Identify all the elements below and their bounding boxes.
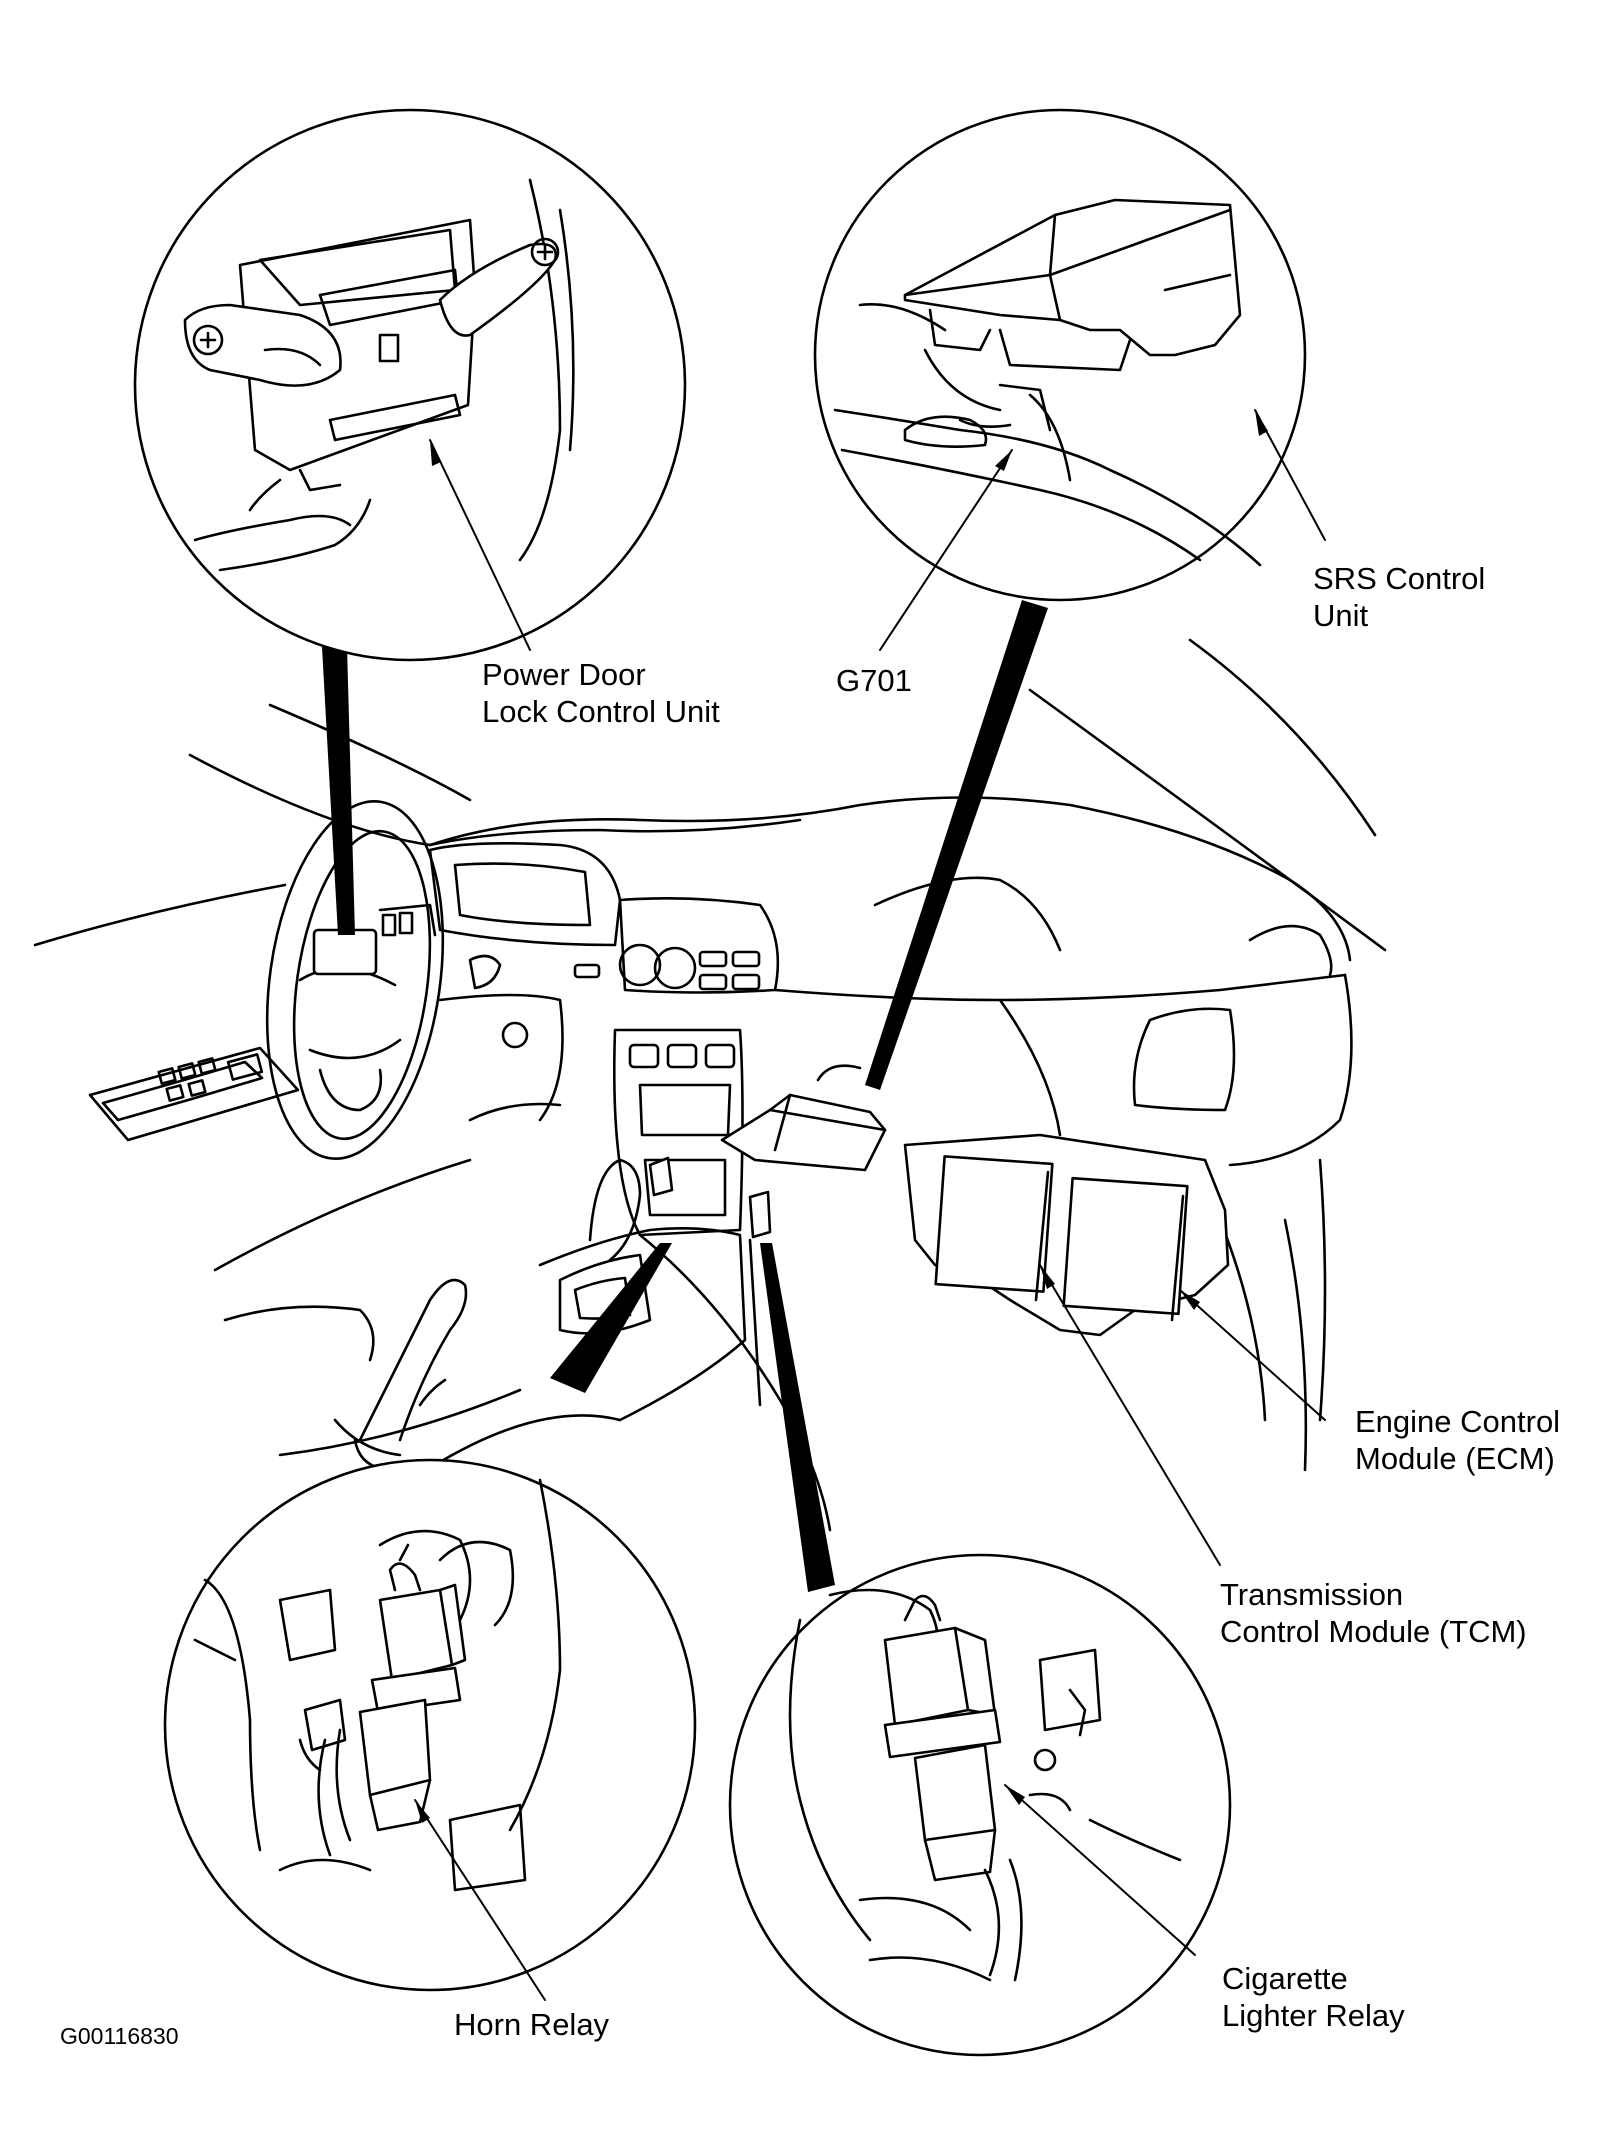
beam-power-door-lock xyxy=(322,647,355,935)
label-horn-text: Horn Relay xyxy=(454,2007,610,2042)
label-power-door-lock-line1: Power Door xyxy=(482,657,646,692)
label-cigarette-line2: Lighter Relay xyxy=(1222,1998,1405,2033)
label-srs-control-unit: SRS Control Unit xyxy=(1313,560,1485,634)
callout-beams xyxy=(322,600,1048,1592)
label-ecm-line1: Engine Control xyxy=(1355,1404,1561,1439)
detail-power-door-lock xyxy=(133,108,687,662)
label-tcm-line2: Control Module (TCM) xyxy=(1220,1614,1527,1649)
label-g701-text: G701 xyxy=(836,663,912,698)
label-horn-relay: Horn Relay xyxy=(454,2006,609,2043)
beam-srs xyxy=(865,600,1048,1090)
label-srs-line2: Unit xyxy=(1313,598,1369,633)
module-pointers xyxy=(1039,1264,1326,1566)
label-tcm: Transmission Control Module (TCM) xyxy=(1220,1576,1527,1650)
label-tcm-line1: Transmission xyxy=(1220,1577,1404,1612)
label-g701: G701 xyxy=(836,662,912,699)
beam-cigarette-relay xyxy=(760,1243,835,1592)
label-power-door-lock: Power Door Lock Control Unit xyxy=(482,656,720,730)
detail-cigarette-relay xyxy=(728,1553,1232,2057)
label-cigarette-relay: Cigarette Lighter Relay xyxy=(1222,1960,1405,2034)
dashboard-drawing xyxy=(33,638,1387,1532)
label-ecm: Engine Control Module (ECM) xyxy=(1355,1403,1560,1477)
beam-horn-relay xyxy=(550,1243,672,1393)
figure-code: G00116830 xyxy=(60,2023,179,2049)
label-cigarette-line1: Cigarette xyxy=(1222,1961,1348,1996)
label-ecm-line2: Module (ECM) xyxy=(1355,1441,1555,1476)
label-power-door-lock-line2: Lock Control Unit xyxy=(482,694,720,729)
detail-horn-relay xyxy=(163,1458,697,2001)
label-srs-line1: SRS Control xyxy=(1313,561,1486,596)
detail-srs-control-unit xyxy=(813,108,1326,651)
